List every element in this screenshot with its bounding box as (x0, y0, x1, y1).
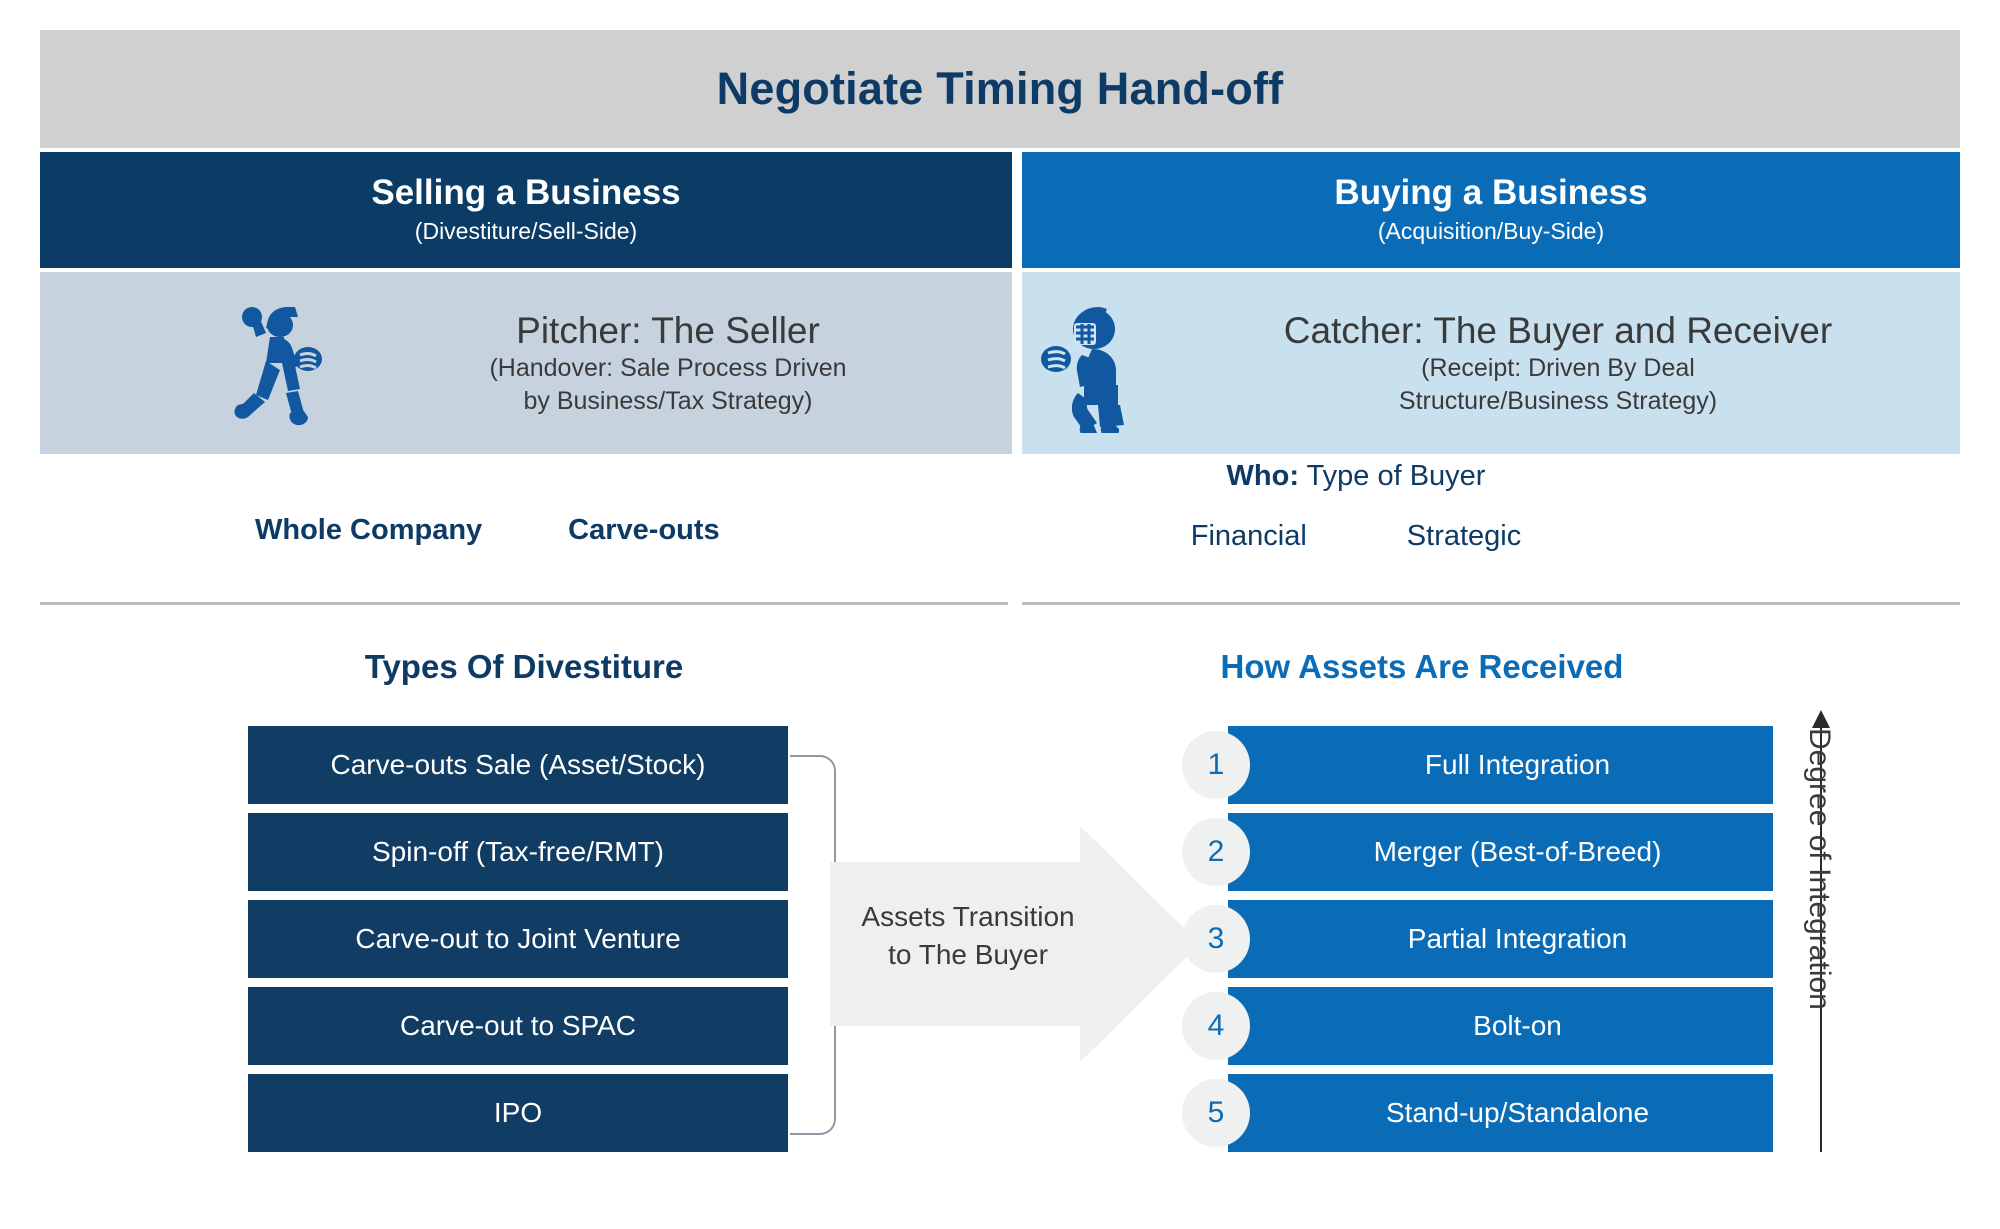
list-item-label: Full Integration (1424, 749, 1611, 780)
role-strip-pitcher: Pitcher: The Seller (Handover: Sale Proc… (40, 272, 1012, 454)
arrow-line2: to The Buyer (888, 938, 1048, 970)
step-number-badge: 1 (1182, 731, 1250, 799)
seller-scope-group: Whole Company Carve-outs (40, 480, 1012, 600)
divider-left (40, 602, 1008, 605)
list-item[interactable]: 1 Full Integration (1182, 726, 1773, 804)
transition-arrow-icon (830, 826, 1200, 1062)
column-header-selling: Selling a Business (Divestiture/Sell-Sid… (40, 152, 1012, 268)
list-item[interactable]: 2 Merger (Best-of-Breed) (1182, 813, 1773, 891)
step-number-badge: 5 (1182, 1079, 1250, 1147)
divestiture-list: Carve-outs Sale (Asset/Stock) Spin-off (… (248, 726, 788, 1152)
baseball-pitcher-icon (220, 293, 350, 433)
buying-heading: Buying a Business (1334, 172, 1648, 212)
who-label: Who: (1226, 460, 1299, 492)
list-item[interactable]: 4 Bolt-on (1182, 987, 1773, 1065)
divider-right (1022, 602, 1960, 605)
list-item[interactable]: Carve-out to SPAC (248, 987, 788, 1065)
list-item[interactable]: Spin-off (Tax-free/RMT) (248, 813, 788, 891)
step-number-badge: 3 (1182, 905, 1250, 973)
buyer-option-financial[interactable]: Financial (1190, 520, 1307, 552)
role-strip-catcher: Catcher: The Buyer and Receiver (Receipt… (1022, 272, 1960, 454)
selling-subheading: (Divestiture/Sell-Side) (414, 218, 638, 245)
list-item[interactable]: 5 Stand-up/Standalone (1182, 1074, 1773, 1152)
list-item-label: Bolt-on (1473, 1010, 1562, 1041)
page-title: Negotiate Timing Hand-off (716, 63, 1284, 114)
catcher-text: Catcher: The Buyer and Receiver (Receipt… (1152, 310, 1960, 416)
section-title-assets-received: How Assets Are Received (1220, 648, 1624, 685)
list-item[interactable]: 3 Partial Integration (1182, 900, 1773, 978)
list-item[interactable]: Carve-outs Sale (Asset/Stock) (248, 726, 788, 804)
assets-received-list: 1 Full Integration 2 Merger (Best-of-Bre… (1182, 726, 1773, 1152)
buyer-type-group: Who: Type of Buyer Financial Strategic (1022, 460, 1960, 600)
seller-scope-options: Whole Company Carve-outs (255, 514, 720, 547)
list-item[interactable]: IPO (248, 1074, 788, 1152)
integration-axis-line (1820, 722, 1822, 1152)
transition-arrow-label: Assets Transition to The Buyer (846, 898, 1090, 974)
buying-subheading: (Acquisition/Buy-Side) (1377, 218, 1605, 245)
who-label-row: Who: Type of Buyer (1022, 460, 1690, 493)
step-number-badge: 4 (1182, 992, 1250, 1060)
column-header-buying: Buying a Business (Acquisition/Buy-Side) (1022, 152, 1960, 268)
buyer-type-options: Financial Strategic (1022, 520, 1690, 553)
buyer-option-strategic[interactable]: Strategic (1406, 520, 1522, 552)
pitcher-title: Pitcher: The Seller (516, 309, 820, 351)
title-bar: Negotiate Timing Hand-off (40, 30, 1960, 148)
list-item-label: Merger (Best-of-Breed) (1373, 836, 1662, 867)
scope-option-whole-company[interactable]: Whole Company (255, 514, 483, 546)
integration-axis-label: Degree of Integration (1803, 728, 1836, 1010)
list-item[interactable]: Carve-out to Joint Venture (248, 900, 788, 978)
arrow-line1: Assets Transition (861, 901, 1075, 932)
catcher-title: Catcher: The Buyer and Receiver (1283, 309, 1833, 351)
list-item-label: Stand-up/Standalone (1385, 1097, 1650, 1128)
list-item-label: Partial Integration (1407, 923, 1628, 954)
pitcher-text: Pitcher: The Seller (Handover: Sale Proc… (350, 310, 1012, 416)
who-value: Type of Buyer (1299, 460, 1486, 492)
catcher-sub-line2: Structure/Business Strategy) (1398, 386, 1718, 415)
scope-option-carve-outs[interactable]: Carve-outs (568, 514, 720, 546)
up-arrow-icon (1812, 710, 1830, 728)
section-title-divestiture: Types Of Divestiture (364, 648, 684, 685)
catcher-sub-line1: (Receipt: Driven By Deal (1421, 354, 1695, 383)
selling-heading: Selling a Business (371, 172, 681, 212)
pitcher-sub-line2: by Business/Tax Strategy) (523, 386, 813, 415)
step-number-badge: 2 (1182, 818, 1250, 886)
pitcher-sub-line1: (Handover: Sale Process Driven (489, 354, 847, 383)
baseball-catcher-icon (1022, 293, 1152, 433)
